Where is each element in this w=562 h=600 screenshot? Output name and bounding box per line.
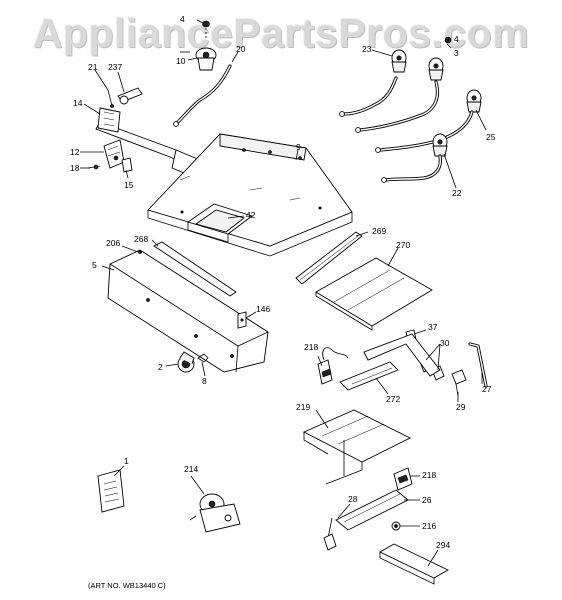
part-valve-bracket-12[interactable] (103, 139, 125, 169)
part-clip-146[interactable] (237, 311, 247, 329)
label-146: 146 (256, 304, 270, 314)
label-3: 3 (454, 48, 459, 58)
part-panel-42[interactable] (186, 203, 253, 243)
label-272: 272 (386, 394, 400, 404)
label-219: 219 (296, 402, 310, 412)
label-15: 15 (124, 180, 134, 190)
part-bracket-294[interactable] (379, 543, 449, 585)
label-4-top: 4 (180, 14, 185, 24)
label-4-right: 4 (454, 34, 459, 44)
part-tube-23[interactable] (339, 76, 398, 117)
callout-labels: 4 10 20 21 237 14 12 18 15 9 42 23 4 3 2… (70, 14, 496, 550)
part-valve-22[interactable] (381, 133, 448, 183)
part-knob-4-top[interactable] (202, 20, 210, 40)
part-valve-10[interactable] (180, 47, 217, 71)
label-14: 14 (73, 98, 83, 108)
label-12: 12 (70, 147, 80, 157)
label-214: 214 (184, 464, 198, 474)
label-216: 216 (422, 521, 436, 531)
part-manifold-5[interactable] (107, 249, 269, 373)
label-37: 37 (428, 322, 438, 332)
label-30: 30 (440, 338, 450, 348)
label-1: 1 (124, 456, 129, 466)
part-tube-20[interactable] (173, 64, 232, 127)
label-18: 18 (70, 163, 80, 173)
part-rod-28[interactable] (323, 517, 337, 551)
watermark: AppliancePartsPros.com (32, 10, 530, 56)
label-22: 22 (452, 188, 462, 198)
leader-lines (80, 19, 487, 567)
part-nut-216[interactable] (391, 521, 401, 531)
part-orifice-237[interactable] (117, 87, 143, 105)
label-269: 269 (372, 226, 386, 236)
part-screw-21[interactable] (107, 89, 114, 108)
label-21: 21 (88, 62, 98, 72)
label-218-upper: 218 (304, 342, 318, 352)
label-28: 28 (348, 494, 358, 504)
label-268: 268 (134, 234, 148, 244)
label-270: 270 (396, 240, 410, 250)
part-knob-2[interactable] (177, 351, 195, 373)
label-206: 206 (106, 238, 120, 248)
label-237: 237 (108, 62, 122, 72)
label-20: 20 (236, 44, 246, 54)
part-screw-206[interactable] (138, 250, 142, 254)
label-27: 27 (482, 384, 492, 394)
part-valve-23[interactable] (391, 49, 407, 73)
label-26: 26 (422, 495, 432, 505)
label-9: 9 (296, 142, 301, 152)
part-rail-268[interactable] (153, 241, 237, 297)
label-23: 23 (362, 44, 372, 54)
label-29: 29 (456, 402, 466, 412)
part-manual-1[interactable] (97, 469, 125, 513)
label-10: 10 (176, 56, 186, 66)
part-valve-4-right[interactable] (428, 36, 452, 81)
label-8: 8 (202, 376, 207, 386)
part-burner-272[interactable] (339, 333, 441, 391)
part-regulator-214[interactable] (189, 493, 241, 533)
part-valve-25[interactable] (375, 89, 482, 153)
part-clip-15[interactable] (121, 157, 133, 173)
part-tube-4-right[interactable] (355, 80, 440, 133)
part-strip-269[interactable] (295, 231, 363, 285)
label-42: 42 (246, 210, 256, 220)
part-shield-270[interactable] (315, 257, 433, 331)
part-spring-8[interactable] (197, 353, 209, 363)
art-number: (ART NO. WB13440 C) (88, 581, 166, 590)
label-294: 294 (436, 540, 450, 550)
part-burner-box-219[interactable] (302, 409, 412, 485)
label-5: 5 (92, 260, 97, 270)
part-tube-27[interactable] (468, 342, 488, 388)
label-218-lower: 218 (422, 470, 436, 480)
part-ignitor-218-lower[interactable] (393, 467, 413, 491)
part-ignitor-218-upper[interactable] (317, 347, 349, 385)
label-2: 2 (158, 362, 163, 372)
part-fitting-29[interactable] (451, 369, 467, 397)
label-25: 25 (486, 132, 496, 142)
